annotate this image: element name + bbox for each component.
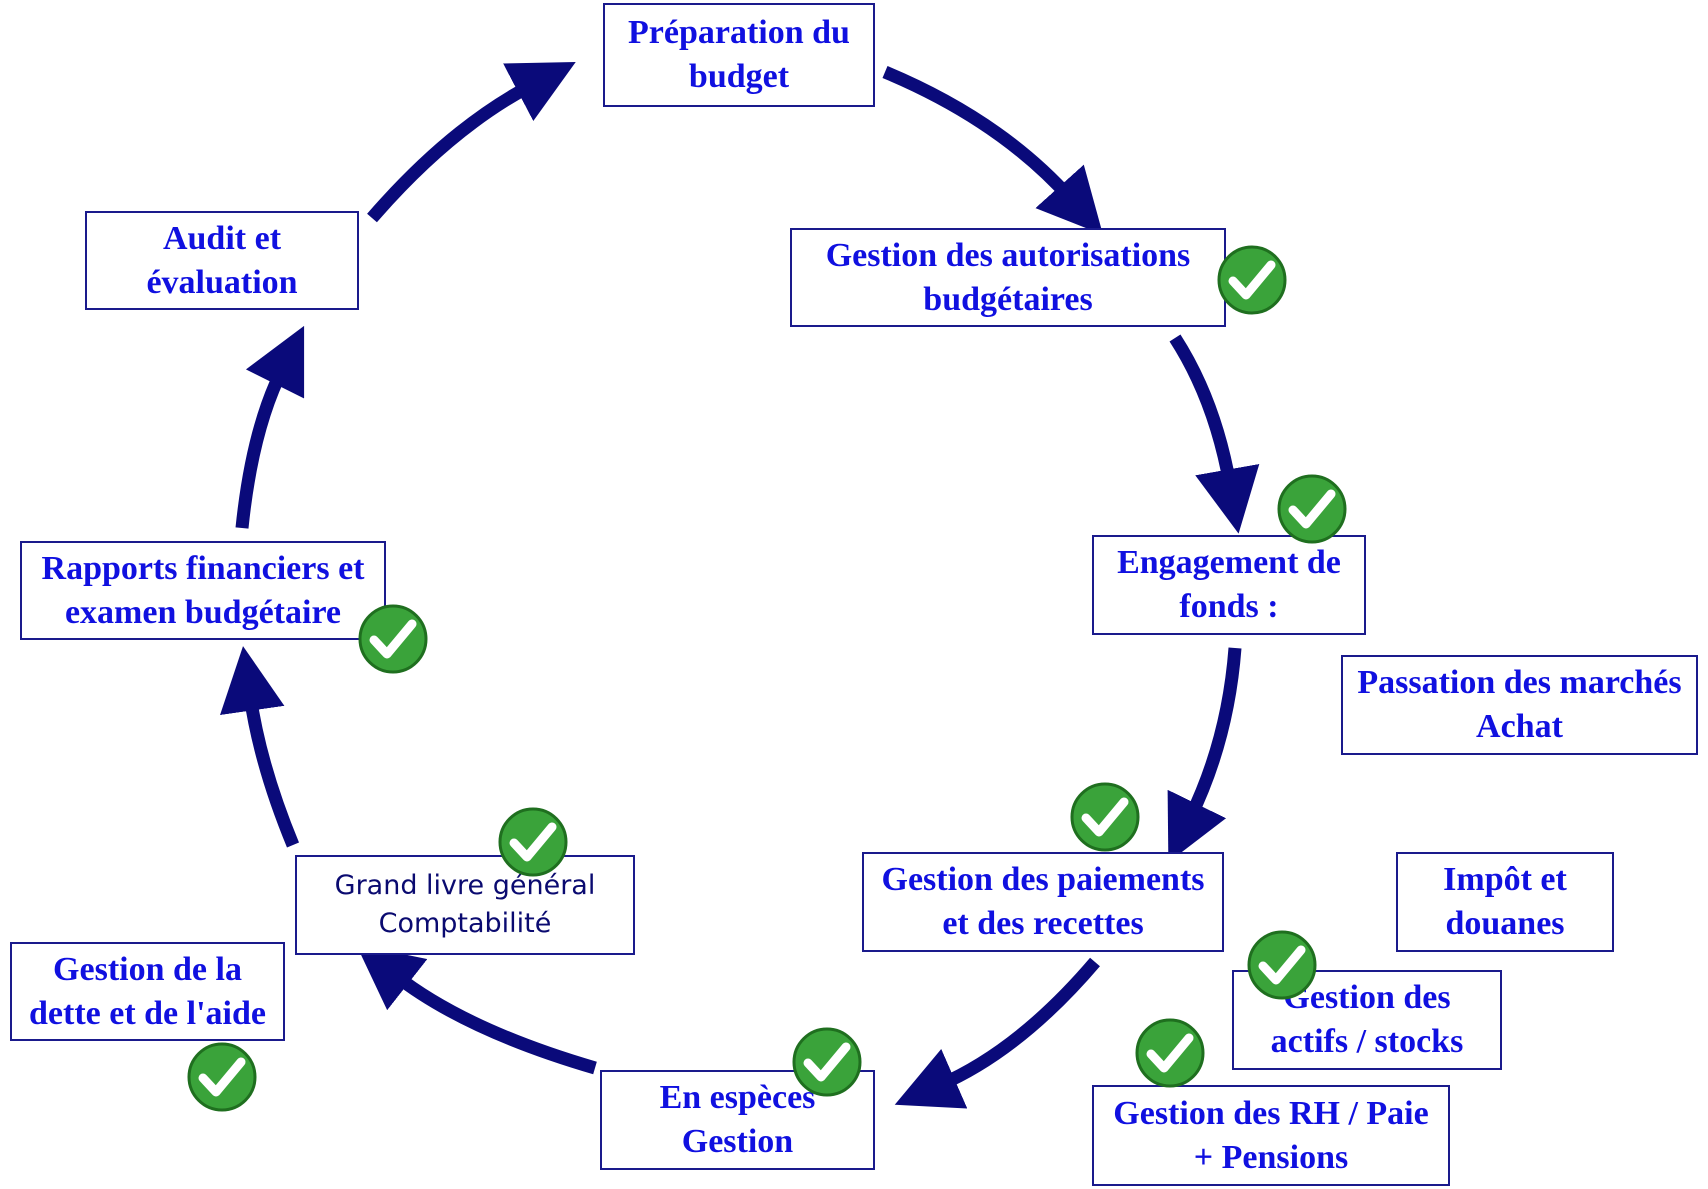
budget-preparation-box: Préparation du budget [603, 3, 875, 107]
arrow-ledger-to-reports [220, 646, 300, 848]
arrow-audit-to-prep [367, 62, 576, 223]
check-icon [1217, 245, 1287, 315]
check-icon [1247, 930, 1317, 1000]
payments-receipts-box: Gestion des paiements et des recettes [862, 852, 1224, 952]
tax-customs-box: Impôt et douanes [1396, 852, 1614, 952]
budget-authorizations-box: Gestion des autorisations budgétaires [790, 228, 1226, 327]
assets-inventory-box: Gestion des actifs / stocks [1232, 970, 1502, 1070]
procurement-box: Passation des marchés Achat [1341, 655, 1698, 755]
arrow-prep-to-authorizations [882, 66, 1104, 235]
hr-payroll-box: Gestion des RH / Paie + Pensions [1092, 1085, 1450, 1186]
check-icon [1277, 474, 1347, 544]
check-icon [792, 1027, 862, 1097]
check-icon [498, 807, 568, 877]
arrow-authorizations-to-commitment [1169, 334, 1260, 534]
general-ledger-box: Grand livre général Comptabilité [295, 855, 635, 955]
check-icon [1070, 782, 1140, 852]
funds-commitment-box: Engagement de fonds : [1092, 535, 1366, 635]
debt-aid-box: Gestion de la dette et de l'aide [10, 942, 285, 1041]
financial-reports-box: Rapports financiers et examen budgétaire [20, 541, 386, 640]
check-icon [187, 1042, 257, 1112]
check-icon [358, 604, 428, 674]
arrow-reports-to-audit [235, 325, 305, 529]
check-icon [1135, 1018, 1205, 1088]
arrow-commitment-to-payments [1167, 647, 1242, 863]
arrow-payments-to-cash [894, 957, 1100, 1109]
audit-evaluation-box: Audit et évaluation [85, 211, 359, 310]
arrow-cash-to-ledger [356, 944, 597, 1075]
